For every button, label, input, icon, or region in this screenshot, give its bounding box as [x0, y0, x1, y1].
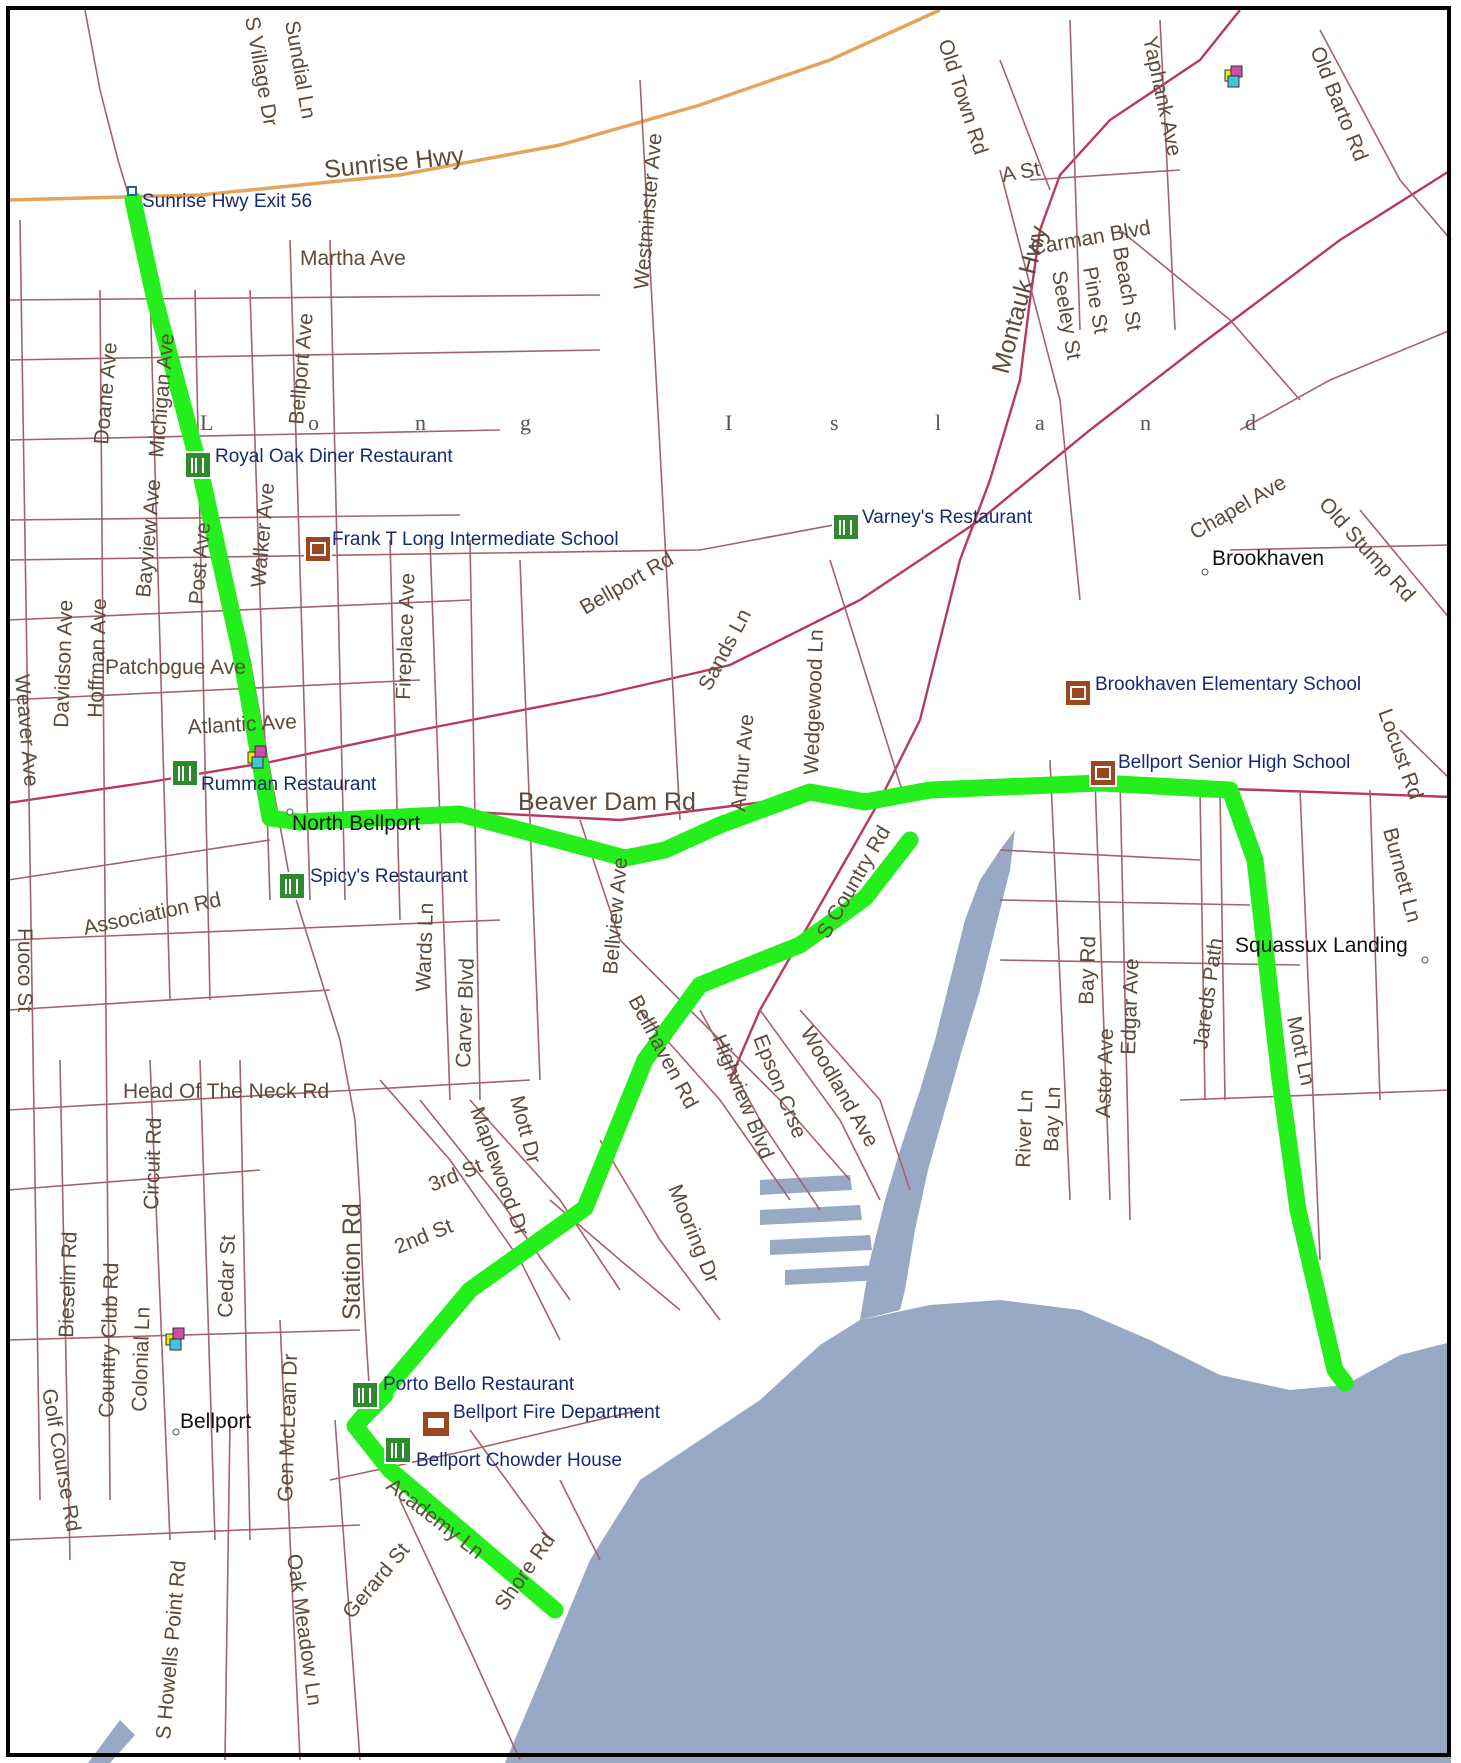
poi-label-brookhaven-elem: Brookhaven Elementary School — [1095, 674, 1361, 695]
restaurant-icon — [384, 1436, 412, 1464]
main-road-atlantic — [7, 168, 1452, 805]
water-bay — [88, 830, 1451, 1763]
street-label-fuoco: Fuoco St — [13, 928, 36, 1012]
exit-marker-icon — [127, 186, 137, 196]
street-label-fireplace: Fireplace Ave — [392, 573, 419, 701]
street-label-bieselin: Bieselin Rd — [55, 1231, 82, 1338]
street-label-wards: Wards Ln — [412, 902, 438, 992]
street-label-atlantic: Atlantic Ave — [187, 710, 297, 739]
school-icon — [304, 535, 332, 563]
street-label-hoffman: Hoffman Ave — [84, 598, 111, 718]
restaurant-icon — [278, 872, 306, 900]
restaurant-icon — [184, 451, 212, 479]
restaurant-icon — [351, 1381, 379, 1409]
main-road-montauk — [728, 9, 1241, 1081]
restaurant-icon — [832, 513, 860, 541]
street-label-edgar: Edgar Ave — [1117, 958, 1143, 1055]
street-label-gen-mclean: Gen McLean Dr — [274, 1353, 302, 1502]
poi-label-royal-oak: Royal Oak Diner Restaurant — [215, 446, 453, 467]
street-label-river: River Ln — [1012, 1089, 1038, 1168]
street-label-cedar: Cedar St — [214, 1234, 240, 1318]
restaurant-icon — [171, 759, 199, 787]
poi-label-fire-dept: Bellport Fire Department — [453, 1402, 661, 1423]
street-label-country-club: Country Club Rd — [95, 1262, 123, 1418]
island-letter: d — [1245, 410, 1256, 435]
street-label-colonial: Colonial Ln — [128, 1306, 155, 1412]
school-icon — [1089, 759, 1117, 787]
street-label-martha: Martha Ave — [300, 247, 406, 270]
poi-label-frank-long: Frank T Long Intermediate School — [332, 529, 619, 550]
poi-label-varneys: Varney's Restaurant — [862, 507, 1033, 528]
poi-label-exit56: Sunrise Hwy Exit 56 — [142, 191, 312, 212]
school-icon — [1064, 679, 1092, 707]
island-letter: o — [308, 410, 319, 435]
street-label-bay-rd: Bay Rd — [1075, 936, 1100, 1006]
island-letter: n — [415, 410, 426, 435]
place-label-bellport: Bellport — [180, 1410, 251, 1433]
place-label-brookhaven: Brookhaven — [1212, 547, 1324, 570]
poi-label-porto-bello: Porto Bello Restaurant — [383, 1374, 575, 1395]
island-letter: g — [520, 410, 531, 435]
place-label-squassux: Squassux Landing — [1235, 934, 1408, 957]
island-letter: a — [1035, 410, 1045, 435]
street-label-bay-ln: Bay Ln — [1040, 1086, 1065, 1152]
street-label-head-neck: Head Of The Neck Rd — [123, 1080, 329, 1103]
place-labels: North Bellport Bellport Brookhaven Squas… — [172, 547, 1429, 1436]
street-label-circuit: Circuit Rd — [140, 1117, 166, 1210]
fire-station-icon — [421, 1410, 451, 1438]
poi-label-spicys: Spicy's Restaurant — [310, 866, 469, 887]
street-label-astor: Astor Ave — [1092, 1028, 1118, 1118]
street-label-wedgewood: Wedgewood Ln — [800, 629, 828, 775]
island-letter: n — [1140, 410, 1151, 435]
island-letter: I — [725, 410, 732, 435]
sunrise-highway — [7, 8, 941, 202]
poi-label-rumman: Rumman Restaurant — [201, 774, 377, 795]
island-letter: s — [830, 410, 839, 435]
place-label-north-bellport: North Bellport — [292, 812, 421, 835]
landmark-icon — [247, 745, 267, 769]
island-label: L o n g I s l a n d — [200, 410, 1256, 435]
street-label-carver: Carver Blvd — [452, 958, 479, 1068]
island-letter: L — [200, 410, 213, 435]
landmark-icon — [165, 1327, 185, 1351]
poi-markers: Sunrise Hwy Exit 56 Royal Oak Diner Rest… — [127, 65, 1361, 1471]
street-label-davidson: Davidson Ave — [50, 599, 77, 728]
street-label-beaver-dam: Beaver Dam Rd — [518, 788, 696, 816]
street-label-station-rd: Station Rd — [338, 1203, 366, 1320]
landmark-icon — [1224, 65, 1243, 88]
route-path — [124, 191, 1354, 1619]
island-letter: l — [935, 410, 941, 435]
poi-label-chowder: Bellport Chowder House — [416, 1450, 622, 1471]
poi-label-bellport-high: Bellport Senior High School — [1118, 752, 1350, 773]
street-label-patchogue: Patchogue Ave — [105, 656, 246, 679]
